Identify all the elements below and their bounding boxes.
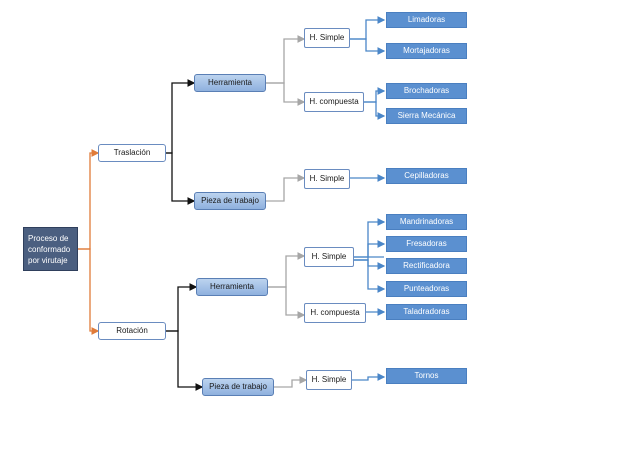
leaf-cepilladoras: Cepilladoras bbox=[386, 168, 467, 184]
node-t-pieza-simple: H. Simple bbox=[304, 169, 350, 189]
node-t-herr-compuesta: H. compuesta bbox=[304, 92, 364, 112]
leaf-rectificadora: Rectificadora bbox=[386, 258, 467, 274]
node-traslacion-herramienta: Herramienta bbox=[194, 74, 266, 92]
leaf-tornos: Tornos bbox=[386, 368, 467, 384]
root-line-2: conformado bbox=[28, 244, 71, 254]
connector-level3 bbox=[350, 16, 386, 381]
leaf-mandrinadoras: Mandrinadoras bbox=[386, 214, 467, 230]
leaf-taladradoras: Taladradoras bbox=[386, 304, 467, 320]
connector-level1 bbox=[166, 79, 204, 391]
connector-level2 bbox=[266, 35, 308, 388]
leaf-brochadoras: Brochadoras bbox=[386, 83, 467, 99]
leaf-mortajadoras: Mortajadoras bbox=[386, 43, 467, 59]
node-r-herr-compuesta: H. compuesta bbox=[304, 303, 366, 323]
connector-root bbox=[78, 149, 100, 335]
root-line-1: Proceso de bbox=[28, 233, 69, 243]
node-rotacion: Rotación bbox=[98, 322, 166, 340]
node-traslacion-pieza: Pieza de trabajo bbox=[194, 192, 266, 210]
node-r-pieza-simple: H. Simple bbox=[306, 370, 352, 390]
leaf-sierra-mecanica: Sierra Mecánica bbox=[386, 108, 467, 124]
leaf-fresadoras: Fresadoras bbox=[386, 236, 467, 252]
node-rotacion-herramienta: Herramienta bbox=[196, 278, 268, 296]
leaf-limadoras: Limadoras bbox=[386, 12, 467, 28]
node-t-herr-simple: H. Simple bbox=[304, 28, 350, 48]
root-node: Proceso de conformado por virutaje bbox=[23, 227, 78, 271]
node-traslacion: Traslación bbox=[98, 144, 166, 162]
leaf-punteadoras: Punteadoras bbox=[386, 281, 467, 297]
root-line-3: por virutaje bbox=[28, 255, 68, 265]
node-rotacion-pieza: Pieza de trabajo bbox=[202, 378, 274, 396]
node-r-herr-simple: H. Simple bbox=[304, 247, 354, 267]
